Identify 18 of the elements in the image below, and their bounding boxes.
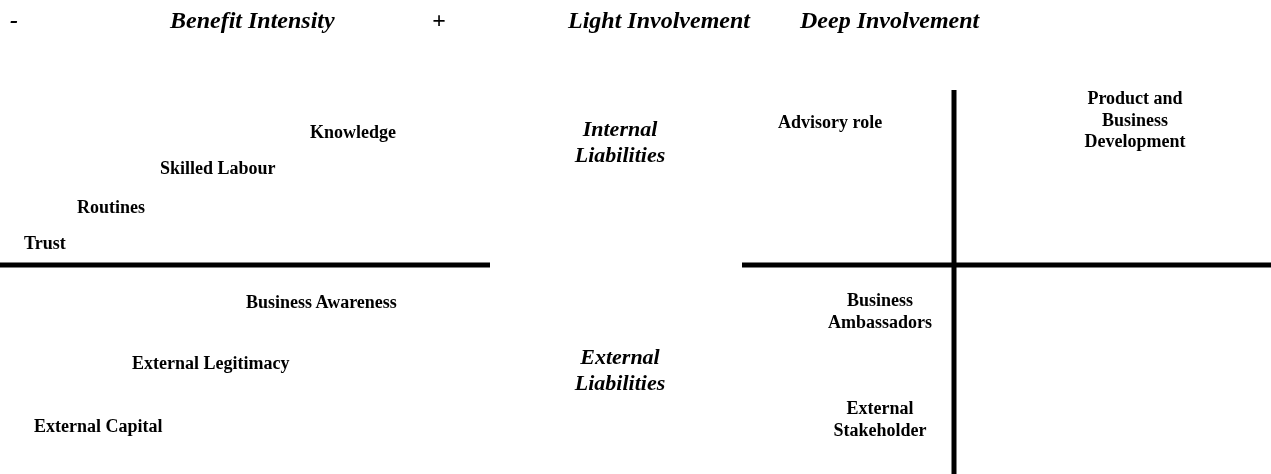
item-label: Knowledge xyxy=(310,122,397,144)
axis-end-label: - xyxy=(10,6,19,35)
column-heading: Deep Involvement xyxy=(800,6,981,35)
item-label: Trust xyxy=(24,233,67,255)
quadrant-label: Business Ambassadors xyxy=(827,290,933,334)
item-label: Skilled Labour xyxy=(160,158,277,180)
quadrant-label: Product and Business Development xyxy=(1083,88,1187,153)
item-label: External Capital xyxy=(34,416,164,438)
column-heading: Light Involvement xyxy=(568,6,752,35)
row-heading: External Liabilities xyxy=(573,344,667,397)
item-label: Business Awareness xyxy=(246,292,398,314)
quadrant-label: Advisory role xyxy=(778,112,884,134)
axis-end-label: + xyxy=(432,6,447,35)
item-label: Routines xyxy=(77,197,146,219)
quadrant-label: External Stakeholder xyxy=(832,398,928,442)
axis-label: Benefit Intensity xyxy=(170,6,336,35)
item-label: External Legitimacy xyxy=(132,353,291,375)
row-heading: Internal Liabilities xyxy=(573,116,667,169)
